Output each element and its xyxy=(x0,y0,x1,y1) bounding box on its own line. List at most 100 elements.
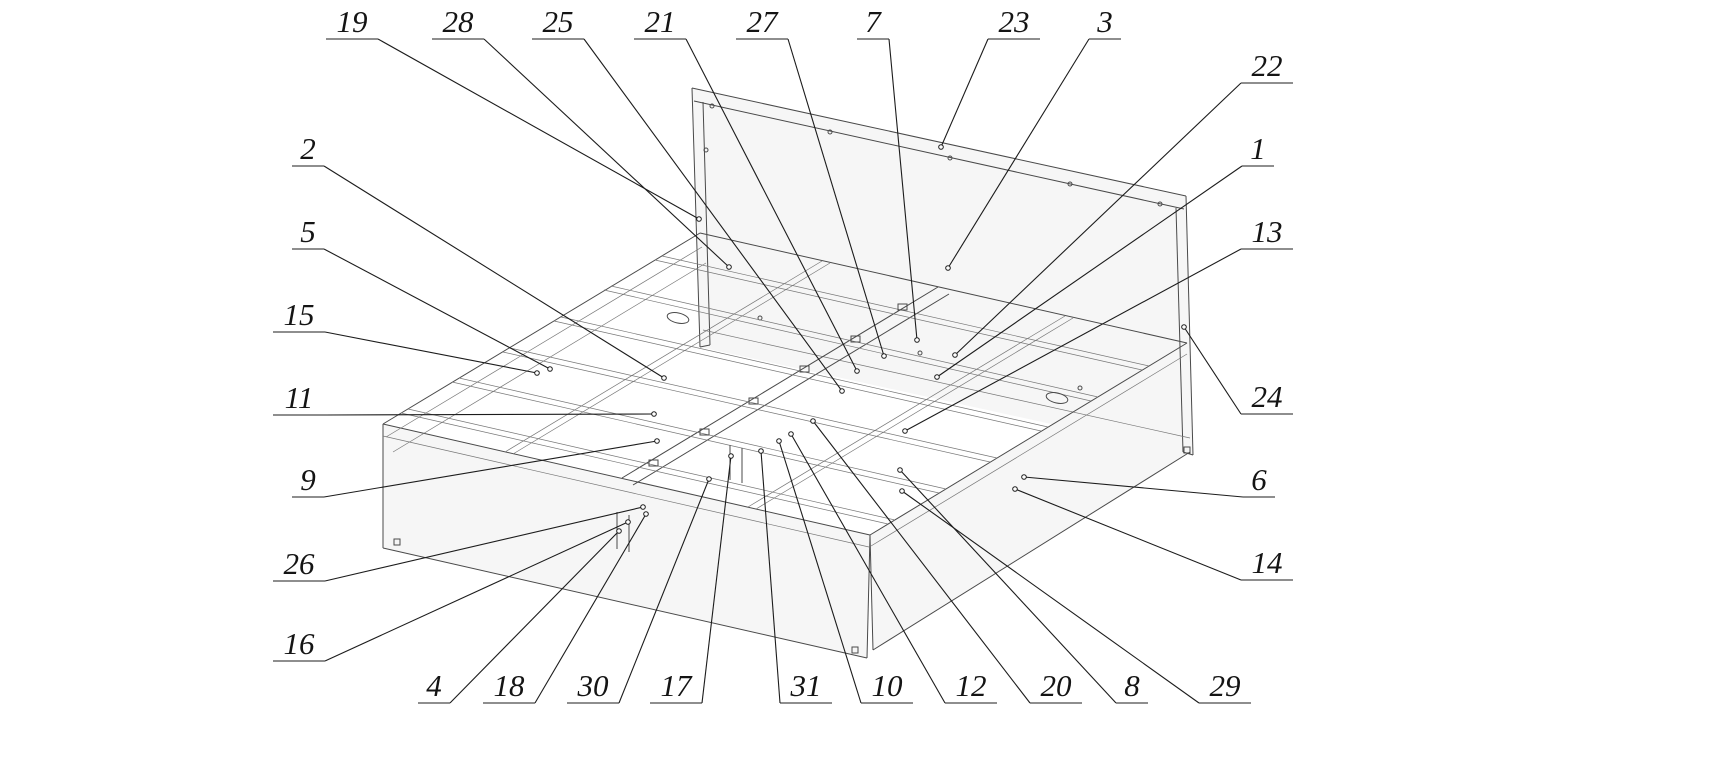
mounting-brackets xyxy=(393,303,1191,654)
callout-label-13: 13 xyxy=(1252,214,1283,249)
callout-label-17: 17 xyxy=(661,668,694,703)
central-longitudinal-beam xyxy=(621,286,950,486)
callout-27: 27 xyxy=(736,4,887,359)
leader-line-22 xyxy=(954,82,1242,356)
leader-dot-22 xyxy=(952,352,958,358)
leader-dot-2 xyxy=(661,375,667,381)
callout-14: 14 xyxy=(1012,486,1293,581)
callout-16: 16 xyxy=(273,519,631,662)
leader-line-25 xyxy=(583,38,843,392)
handle-cutouts xyxy=(666,312,1069,404)
callout-5: 5 xyxy=(292,214,553,372)
bed-frame-wireframe xyxy=(382,87,1194,659)
leader-dot-27 xyxy=(881,353,887,359)
callout-label-28: 28 xyxy=(443,4,475,39)
leader-line-17 xyxy=(701,455,732,704)
callout-label-4: 4 xyxy=(426,668,442,703)
callout-7: 7 xyxy=(857,4,920,343)
callout-label-21: 21 xyxy=(645,4,676,39)
right-side-rail-panel xyxy=(870,343,1190,650)
callout-17: 17 xyxy=(650,453,734,704)
leader-dot-23 xyxy=(938,144,944,150)
leader-line-29 xyxy=(901,490,1200,704)
leader-line-31 xyxy=(760,450,781,704)
leader-dot-26 xyxy=(640,504,646,510)
leader-line-24 xyxy=(1183,326,1242,415)
callout-26: 26 xyxy=(273,504,646,582)
callout-15: 15 xyxy=(273,297,540,376)
leader-line-26 xyxy=(324,506,644,582)
callout-12: 12 xyxy=(788,431,997,704)
leader-line-7 xyxy=(888,38,918,341)
callout-label-14: 14 xyxy=(1252,545,1283,580)
callout-label-19: 19 xyxy=(337,4,368,39)
leader-dot-20 xyxy=(810,418,816,424)
leader-line-11 xyxy=(324,413,655,416)
callout-6: 6 xyxy=(1021,462,1275,498)
leader-line-19 xyxy=(377,38,700,220)
headboard-panel xyxy=(692,88,1193,455)
leader-line-30 xyxy=(618,478,710,704)
leader-dot-10 xyxy=(776,438,782,444)
callout-label-24: 24 xyxy=(1252,379,1283,414)
callout-22: 22 xyxy=(952,48,1293,358)
leader-line-28 xyxy=(483,38,730,268)
leader-dot-16 xyxy=(625,519,631,525)
leader-dot-3 xyxy=(945,265,951,271)
callout-label-18: 18 xyxy=(494,668,526,703)
leader-dot-8 xyxy=(897,467,903,473)
leader-dot-25 xyxy=(839,388,845,394)
leader-line-15 xyxy=(324,331,538,374)
callout-23: 23 xyxy=(938,4,1040,150)
callout-label-1: 1 xyxy=(1250,131,1266,166)
leader-dot-18 xyxy=(643,511,649,517)
callout-label-25: 25 xyxy=(543,4,574,39)
callout-label-12: 12 xyxy=(956,668,987,703)
callout-label-22: 22 xyxy=(1252,48,1283,83)
callout-label-20: 20 xyxy=(1041,668,1073,703)
leader-dot-15 xyxy=(534,370,540,376)
leader-line-18 xyxy=(534,513,647,704)
callout-25: 25 xyxy=(532,4,845,394)
leader-dot-17 xyxy=(728,453,734,459)
callout-label-16: 16 xyxy=(284,626,316,661)
callout-4: 4 xyxy=(418,528,622,704)
callout-label-2: 2 xyxy=(300,131,316,166)
leader-dot-24 xyxy=(1181,324,1187,330)
callout-28: 28 xyxy=(432,4,732,270)
callout-11: 11 xyxy=(273,380,657,417)
cross-slats xyxy=(400,255,1150,525)
leader-line-9 xyxy=(323,440,658,498)
callout-label-5: 5 xyxy=(300,214,316,249)
leader-line-23 xyxy=(940,38,989,148)
leader-line-27 xyxy=(787,38,885,357)
callout-label-11: 11 xyxy=(285,380,314,415)
leader-dot-19 xyxy=(696,216,702,222)
leader-dot-5 xyxy=(547,366,553,372)
callout-label-26: 26 xyxy=(284,546,316,581)
callout-label-30: 30 xyxy=(577,668,610,703)
leader-line-21 xyxy=(685,38,858,372)
base-platform-outline xyxy=(382,232,1188,536)
leader-line-16 xyxy=(324,521,629,662)
leader-line-20 xyxy=(812,420,1031,704)
leader-line-4 xyxy=(449,530,620,704)
callout-9: 9 xyxy=(292,438,660,498)
leader-line-6 xyxy=(1023,476,1244,498)
panel-fills xyxy=(383,88,1193,658)
callout-30: 30 xyxy=(567,476,712,704)
callout-label-3: 3 xyxy=(1096,4,1113,39)
right-side-rail-outline xyxy=(869,353,1191,651)
leader-dot-7 xyxy=(914,337,920,343)
leader-dot-12 xyxy=(788,431,794,437)
leader-line-14 xyxy=(1014,488,1242,581)
leader-line-12 xyxy=(790,433,946,704)
callout-29: 29 xyxy=(899,488,1251,704)
leader-dot-4 xyxy=(616,528,622,534)
leader-dot-29 xyxy=(899,488,905,494)
callout-label-9: 9 xyxy=(300,462,316,497)
callout-24: 24 xyxy=(1181,324,1293,415)
leader-dot-1 xyxy=(934,374,940,380)
